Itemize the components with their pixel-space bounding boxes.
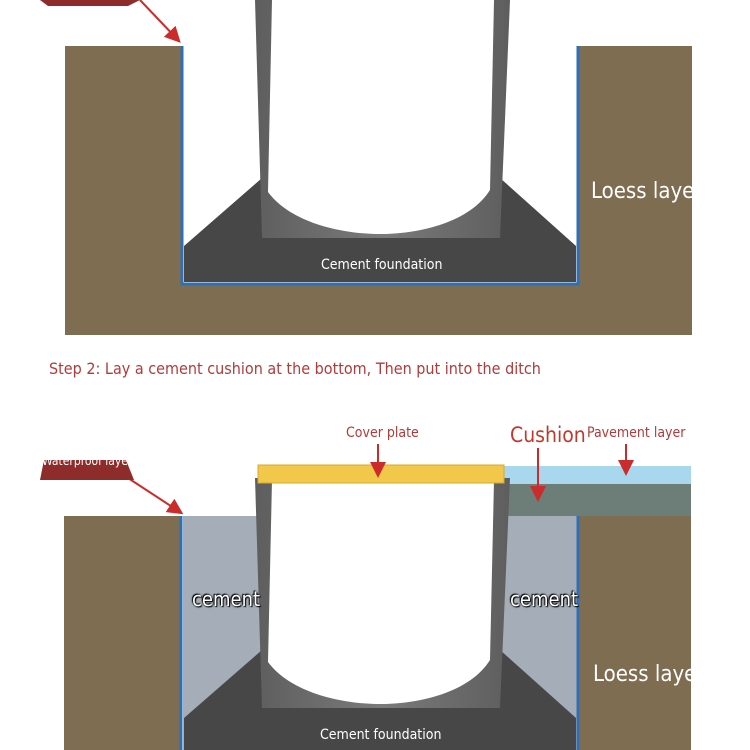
- waterproof-layer-label: Waterproof layer: [42, 454, 133, 468]
- soil-block-1: [65, 46, 692, 335]
- loess-layer-label-2: Loess layer: [593, 662, 705, 687]
- label-tab-top-1: [40, 0, 140, 6]
- waterproof-layer-2: [179, 516, 580, 750]
- arrow-waterproof-1: [139, 0, 181, 43]
- cement-foundation-label-2: Cement foundation: [320, 727, 442, 743]
- cushion-layer: [503, 484, 691, 516]
- diagram-2: [40, 444, 691, 750]
- cement-label-right: cement: [510, 587, 579, 611]
- step-2-instruction: Step 2: Lay a cement cushion at the bott…: [49, 359, 541, 378]
- u-channel-inner-2: [268, 480, 494, 704]
- cement-foundation-label-1: Cement foundation: [321, 257, 443, 273]
- cover-plate-label: Cover plate: [346, 425, 419, 441]
- waterproof-label-tab: [40, 460, 134, 480]
- u-channel-inner-1: [268, 0, 494, 234]
- cushion-label: Cushion: [510, 423, 586, 447]
- waterproof-layer-1: [180, 46, 580, 286]
- soil-left-2: [64, 516, 181, 750]
- cover-plate: [257, 464, 505, 484]
- soil-right-2: [578, 516, 691, 750]
- pavement-layer-label: Pavement layer: [587, 425, 686, 441]
- diagram-1: [40, 0, 692, 335]
- arrow-waterproof-2: [127, 477, 184, 515]
- cement-label-left: cement: [192, 587, 261, 611]
- loess-layer-label-1: Loess layer: [591, 179, 703, 204]
- pavement-layer: [503, 466, 691, 484]
